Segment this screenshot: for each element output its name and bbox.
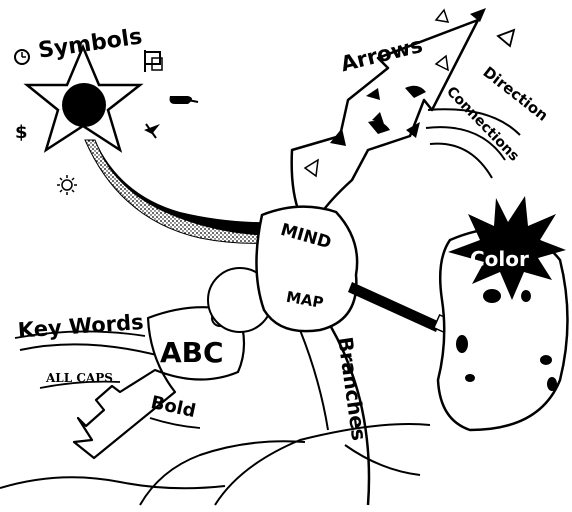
label-branches: Branches [333,335,371,442]
dollar-icon: $ [15,122,28,143]
label-all-caps: ALL CAPS [45,371,113,385]
pointing-hand-icon [170,96,198,104]
sun-icon [57,175,77,195]
symbols-branch [85,140,282,243]
label-key-words: Key Words [17,310,144,343]
label-abc: ABC [160,336,224,369]
airplane-icon [144,124,160,138]
clock-icon [15,50,29,64]
label-symbols: Symbols [37,24,144,63]
flag-icon [145,50,162,72]
label-bold: Bold [149,392,198,422]
label-color: Color [470,247,529,271]
